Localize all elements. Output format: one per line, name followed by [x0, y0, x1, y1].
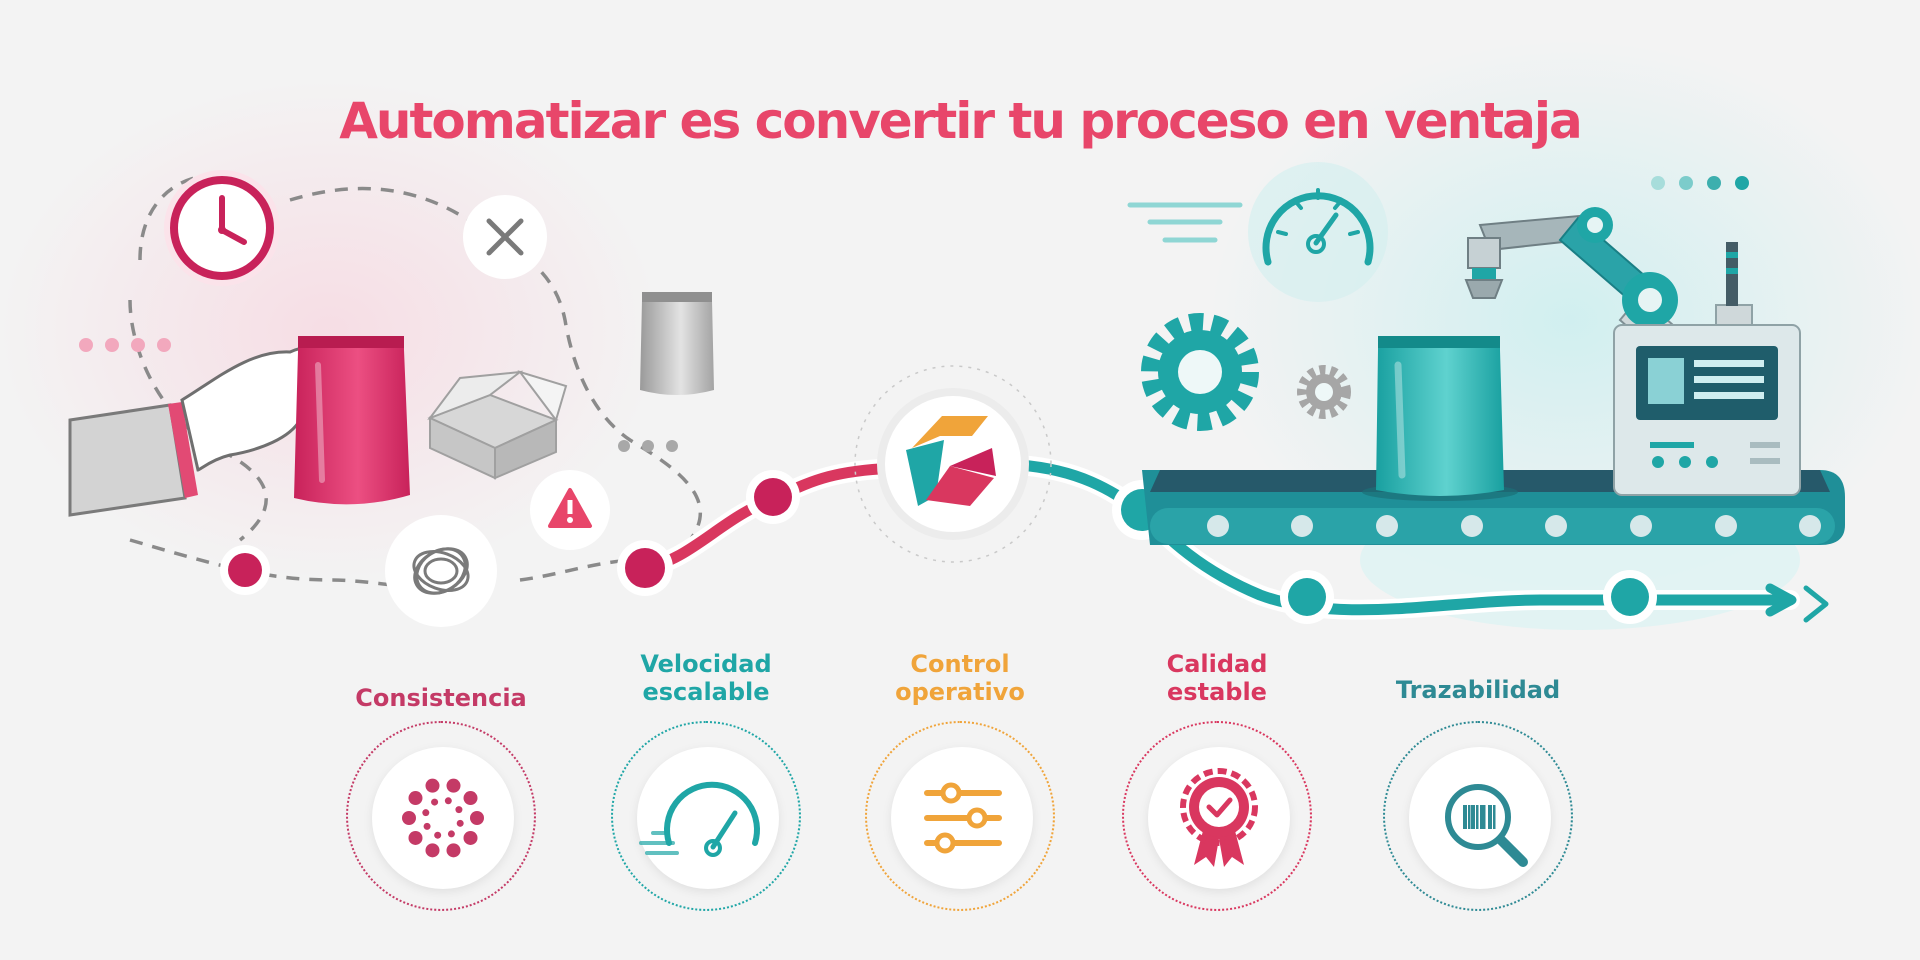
feature-circle	[611, 721, 801, 911]
dots-circle-icon	[402, 778, 484, 858]
feature-icon-disc	[1148, 747, 1290, 889]
teal-pouch-icon	[1362, 336, 1518, 501]
speed-gauge-icon	[1127, 162, 1388, 302]
hand-icon	[68, 345, 333, 517]
conveyor-roller	[1545, 515, 1567, 537]
feature-label: Trazabilidad	[1395, 676, 1561, 704]
feature-icon-disc	[637, 747, 779, 889]
feature-label: Velocidad escalable	[640, 650, 772, 706]
feature-circle	[865, 721, 1055, 911]
feature-circle	[346, 721, 536, 911]
feature-label: Calidad estable	[1166, 650, 1268, 706]
teal-dots-icon	[1651, 176, 1749, 190]
open-box-icon	[427, 370, 568, 480]
feature-icon-disc	[891, 747, 1033, 889]
feature-icon-disc	[372, 747, 514, 889]
page-title: Automatizar es convertir tu proceso en v…	[339, 92, 1583, 150]
feature-icon-disc	[1409, 747, 1551, 889]
conveyor-roller	[1291, 515, 1313, 537]
control-panel-icon	[1613, 242, 1801, 496]
feature-circle	[1383, 721, 1573, 911]
sliders-icon	[924, 782, 1002, 854]
conveyor-roller	[1376, 515, 1398, 537]
conveyor-roller	[1799, 515, 1821, 537]
tangle-icon	[385, 515, 497, 627]
flow-line-teal	[1014, 459, 1796, 616]
brand-logo-icon	[854, 365, 1052, 563]
clock-icon	[164, 170, 280, 286]
feature-label: Consistencia	[355, 684, 527, 712]
conveyor-roller	[1207, 515, 1229, 537]
conveyor-roller	[1630, 515, 1652, 537]
x-mark-icon	[463, 195, 547, 279]
conveyor-rollers	[1207, 515, 1821, 537]
small-gear-icon	[1297, 365, 1351, 419]
gray-pouch-icon	[640, 292, 714, 395]
warning-icon	[530, 470, 610, 550]
barcode-search-icon	[1445, 784, 1528, 867]
speedometer-icon	[639, 781, 760, 857]
conveyor-roller	[1461, 515, 1483, 537]
chevron-right-icon	[1803, 585, 1829, 623]
pink-dots-icon	[79, 338, 171, 352]
feature-circle	[1122, 721, 1312, 911]
conveyor-roller	[1715, 515, 1737, 537]
gray-dots-icon	[618, 440, 678, 452]
pink-pouch-icon	[294, 336, 410, 505]
robot-arm-icon	[1464, 207, 1692, 362]
quality-badge-icon	[1180, 768, 1258, 867]
arrow-head-icon	[1765, 583, 1797, 617]
gear-icon	[1141, 313, 1259, 431]
feature-label: Control operativo	[895, 650, 1025, 706]
